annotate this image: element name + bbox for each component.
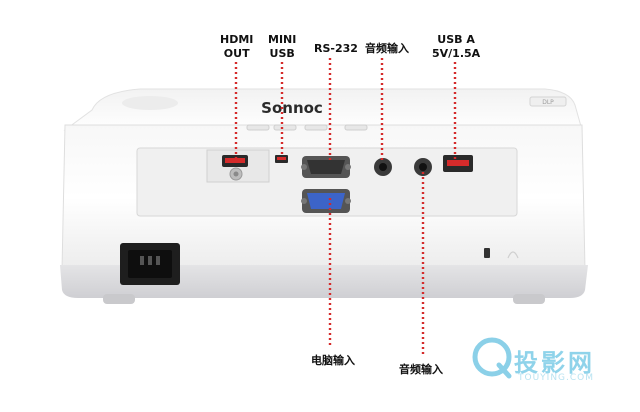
watermark-subtext: TOUYING.COM xyxy=(518,373,595,383)
label-audio-in-bottom: 音频输入 xyxy=(399,363,443,377)
svg-text:DLP: DLP xyxy=(542,99,554,106)
label-audio-in-bottom-text: 音频输入 xyxy=(399,363,443,376)
watermark-text: 投影网 xyxy=(514,349,595,377)
label-usb-a: USB A 5V/1.5A xyxy=(432,33,480,61)
label-audio-in-top-text: 音频输入 xyxy=(365,42,409,55)
label-hdmi-out: HDMI OUT xyxy=(220,33,253,61)
leader-lines xyxy=(234,58,457,356)
watermark-logo xyxy=(472,337,512,379)
security-slot xyxy=(484,248,490,258)
left-foot xyxy=(103,294,135,304)
label-mini-usb-line2: USB xyxy=(269,47,295,60)
label-usb-a-line2: 5V/1.5A xyxy=(432,47,481,60)
label-rs232-text: RS-232 xyxy=(314,42,358,55)
label-hdmi-out-line2: OUT xyxy=(223,47,250,60)
label-rs232: RS-232 xyxy=(314,42,358,56)
projector-base xyxy=(60,265,588,298)
label-audio-in-top: 音频输入 xyxy=(365,42,409,56)
label-usb-a-line1: USB A xyxy=(437,33,475,46)
label-mini-usb: MINI USB xyxy=(268,33,296,61)
label-pc-input: 电脑输入 xyxy=(311,354,355,368)
top-cover xyxy=(63,88,583,131)
label-mini-usb-line1: MINI xyxy=(268,33,297,46)
right-foot xyxy=(513,294,545,304)
label-pc-input-text: 电脑输入 xyxy=(311,354,355,367)
label-hdmi-out-line1: HDMI xyxy=(220,33,254,46)
brand-logo: Sonnoc xyxy=(261,99,323,117)
